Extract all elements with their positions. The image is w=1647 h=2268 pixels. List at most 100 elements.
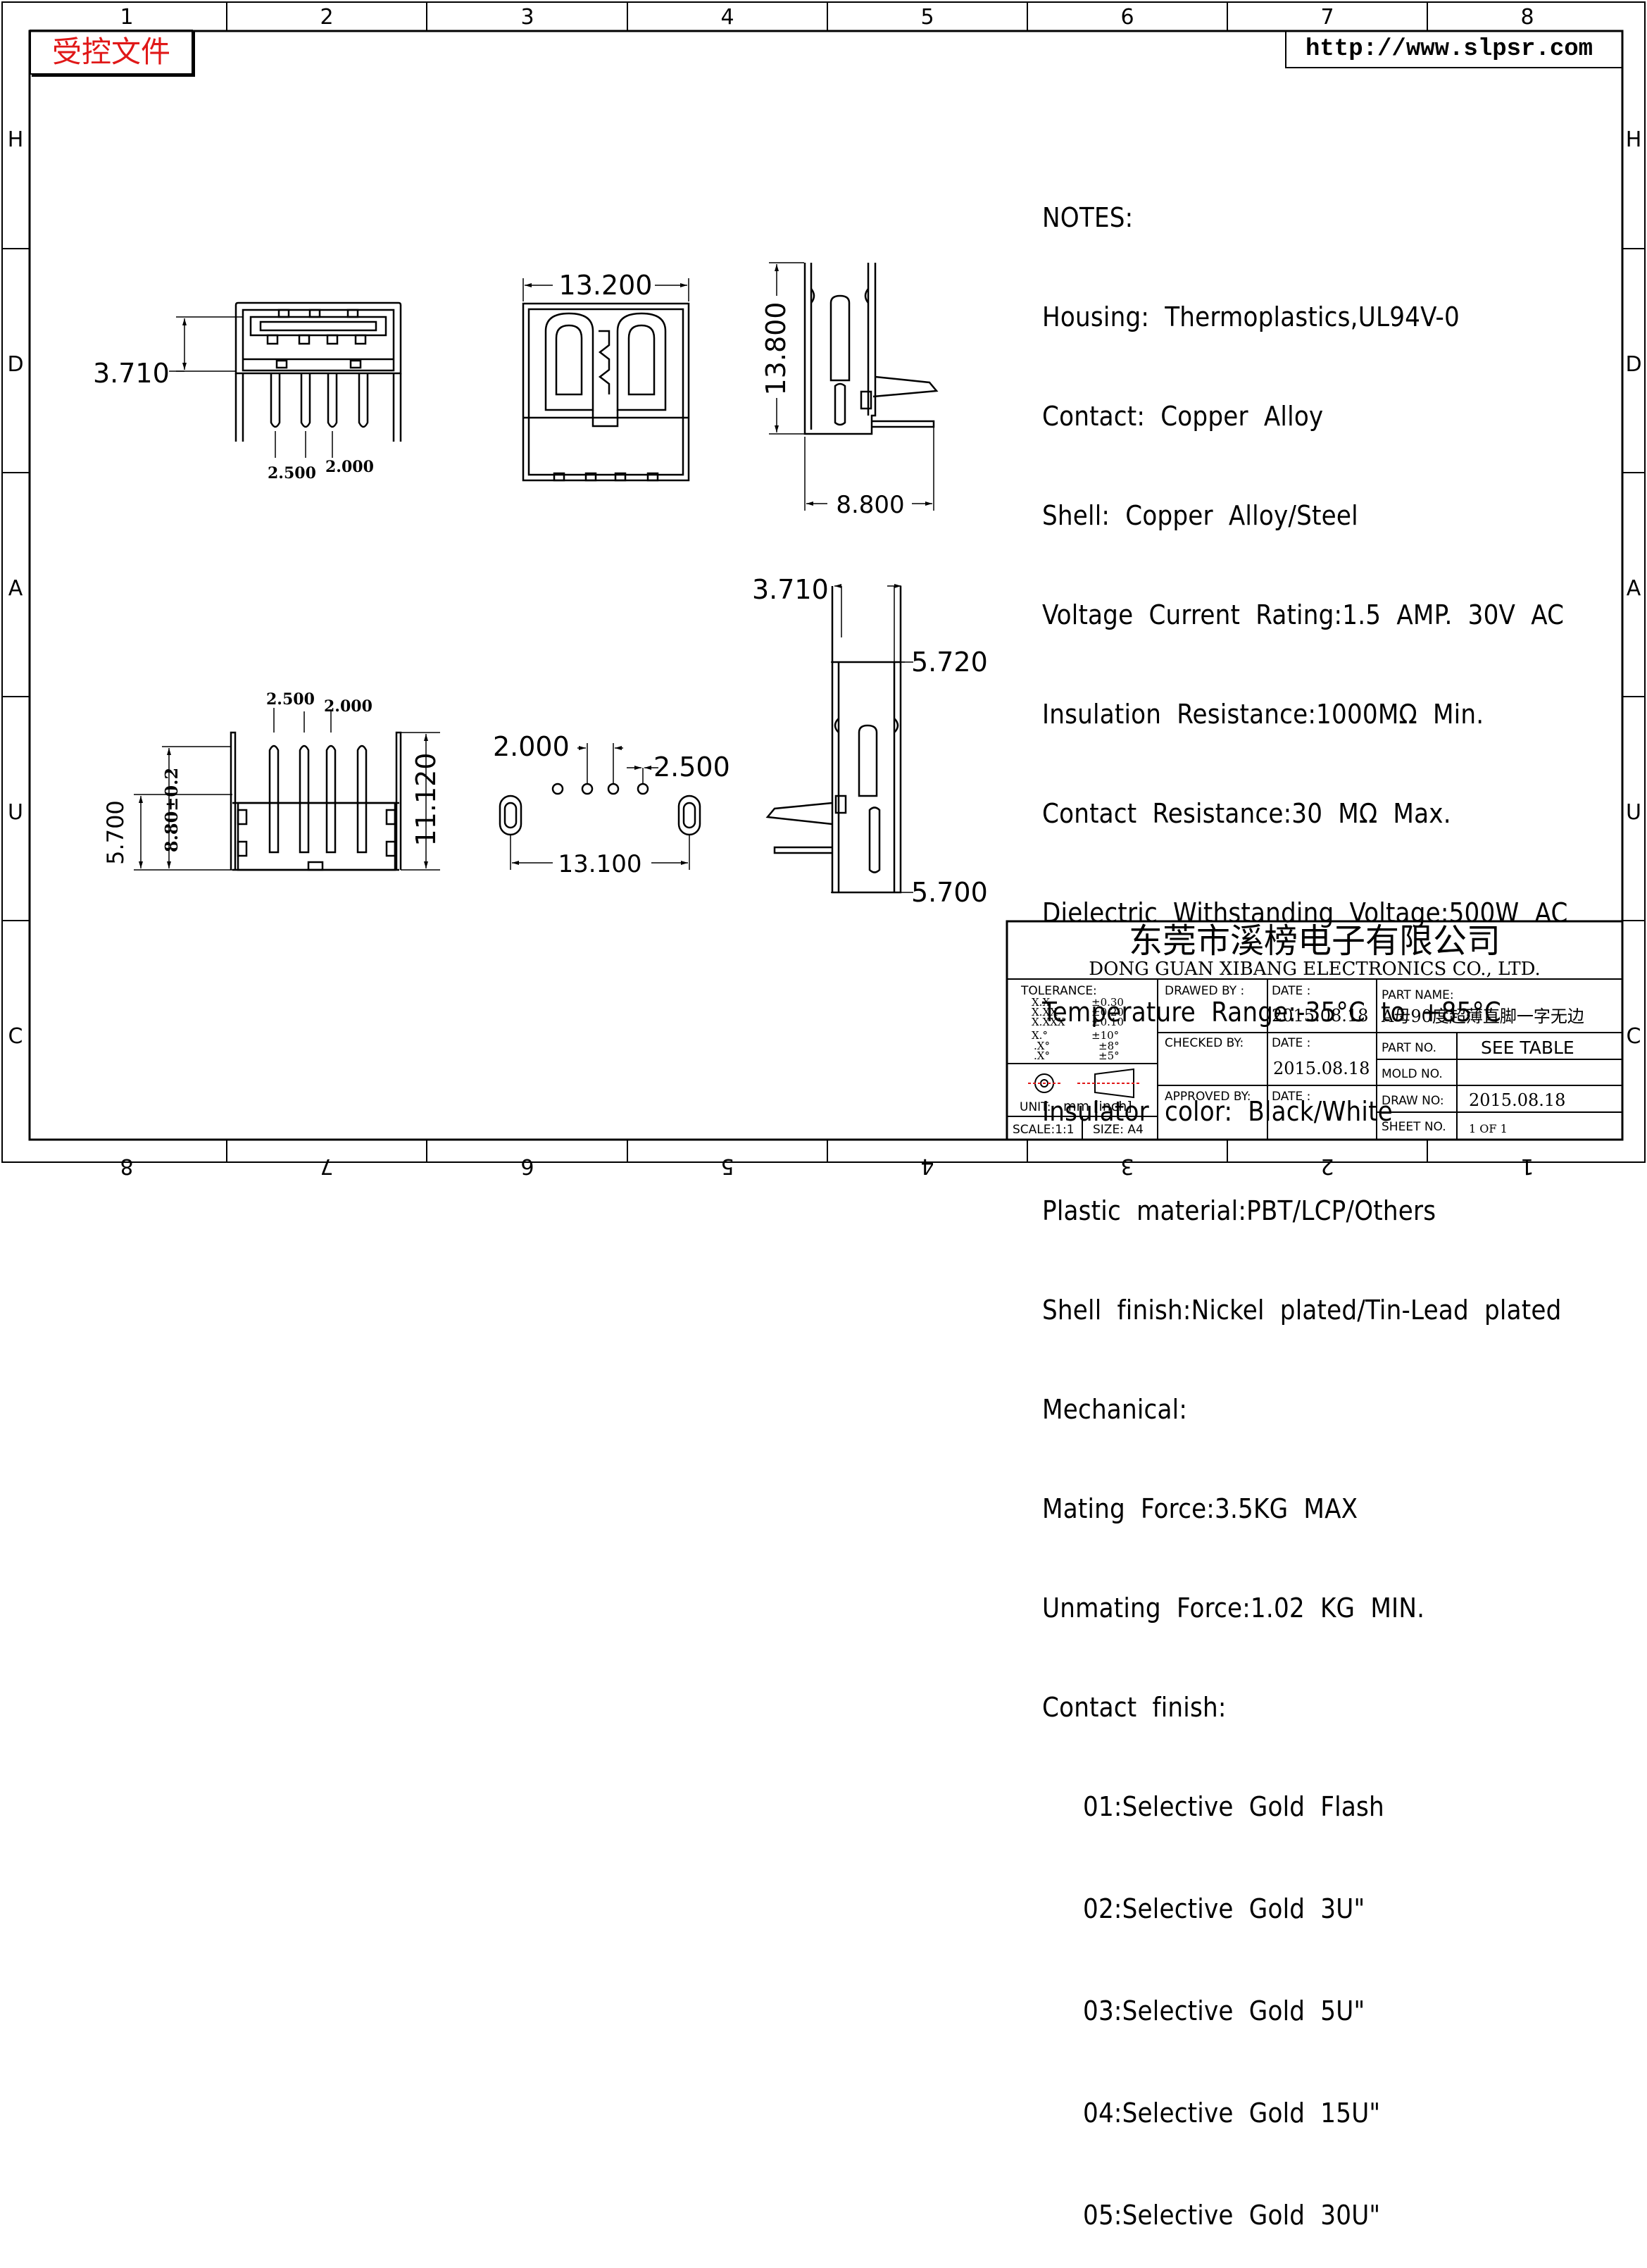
- frame-letter: H: [1626, 127, 1642, 152]
- finish-line: 03:Selective Gold 5U": [1083, 1995, 1365, 2026]
- finish-line: 01:Selective Gold Flash: [1083, 1791, 1384, 1822]
- frame-letter: D: [1625, 352, 1641, 377]
- dim-depth-label: 3.710: [93, 358, 170, 389]
- dim-pitch-label: 2.000: [325, 458, 374, 476]
- frame-number-top: 5: [920, 5, 934, 30]
- top-left-dims: [169, 316, 333, 458]
- side-view: [803, 263, 939, 435]
- tolerance-key: .X°: [1034, 1049, 1050, 1062]
- frame-letter: H: [8, 127, 24, 152]
- frame-number-bottom: 5: [720, 1154, 734, 1178]
- tolerance-key: X.°: [1032, 1029, 1048, 1042]
- note-line: Dielectric Withstanding Voltage:500W AC: [1042, 897, 1568, 928]
- dim-width-label: 13.100: [558, 850, 642, 878]
- sheet-no-label: SHEET NO.: [1382, 1120, 1446, 1134]
- frame-number-bottom: 7: [320, 1154, 333, 1178]
- frame-number-top: 6: [1120, 5, 1134, 30]
- date-value: 2015.08.18: [1272, 1006, 1368, 1026]
- finish-line: 05:Selective Gold 30U": [1083, 2200, 1381, 2231]
- dim-depth-label: 5.720: [911, 647, 988, 678]
- part-name-label: PART NAME:: [1382, 988, 1454, 1002]
- note-line: Contact Resistance:30 MΩ Max.: [1042, 798, 1451, 829]
- frame-letter: C: [8, 1024, 23, 1049]
- frame-number-bottom: 2: [1320, 1154, 1334, 1178]
- frame-labels: 1 2 3 4 5 6 7 8 8 7 6 5 4 3 2 1 H D A U …: [7, 5, 1641, 1178]
- unit-label: UNIT:: [1020, 1100, 1051, 1114]
- note-line: Contact finish:: [1042, 1692, 1227, 1723]
- side-lower-dims: [831, 584, 913, 893]
- sheet-no: 1 OF 1: [1469, 1122, 1508, 1135]
- frame-number-top: 4: [720, 5, 734, 30]
- pcb-dims: [510, 743, 690, 870]
- tolerance-table: X.X ±0.30 X.XX ±0.20 X.XXX ±0.10 X.° ±10…: [1032, 996, 1124, 1062]
- frame-number-bottom: 3: [1120, 1154, 1134, 1178]
- drawing-frame: [1, 1, 1646, 1163]
- note-line: Plastic material:PBT/LCP/Others: [1042, 1195, 1436, 1226]
- tolerance-key: X.XXX: [1032, 1016, 1065, 1028]
- date-label: DATE :: [1272, 1090, 1310, 1104]
- date-label: DATE :: [1272, 984, 1310, 998]
- note-line: Contact: Copper Alloy: [1042, 401, 1324, 432]
- tolerance-key: X.X: [1032, 996, 1050, 1009]
- dim-pitch-label: 2.500: [268, 464, 316, 482]
- dim-depth-label: 5.700: [911, 877, 988, 908]
- checked-by-label: CHECKED BY:: [1165, 1036, 1244, 1050]
- note-line: Insulator color: Black/White: [1042, 1096, 1393, 1127]
- side-view-lower: [765, 586, 902, 894]
- finish-line: 02:Selective Gold 3U": [1083, 1893, 1365, 1924]
- tolerance-label: TOLERANCE:: [1020, 984, 1097, 998]
- note-line: Insulation Resistance:1000MΩ Min.: [1042, 699, 1484, 730]
- frame-letter: A: [1627, 576, 1641, 601]
- frame-number-top: 1: [120, 5, 133, 30]
- projection-symbol-icon: [1028, 1068, 1141, 1099]
- tolerance-value: ±5°: [1098, 1049, 1120, 1062]
- note-line: Temperature Range:-35°C to +85°C: [1042, 997, 1501, 1028]
- company-name-cn: 东莞市溪榜电子有限公司: [1129, 921, 1501, 961]
- tolerance-key: .X°: [1034, 1040, 1050, 1052]
- part-no: SEE TABLE: [1481, 1038, 1574, 1058]
- dim-depth-label: 3.710: [752, 574, 829, 605]
- draw-no: 2015.08.18: [1469, 1090, 1565, 1110]
- dim-height-label: 11.120: [411, 753, 442, 847]
- frame-letter: U: [8, 800, 23, 825]
- frame-letter: C: [1627, 1024, 1641, 1049]
- frame-letter: A: [8, 576, 23, 601]
- note-line: Housing: Thermoplastics,UL94V-0: [1042, 301, 1460, 332]
- frame-number-top: 8: [1520, 5, 1534, 30]
- company-url: http://www.slpsr.com: [1305, 36, 1593, 63]
- approved-by-label: APPROVED BY:: [1165, 1090, 1251, 1104]
- dim-width-label: 13.200: [559, 270, 653, 301]
- drawn-by-label: DRAWED BY :: [1165, 984, 1244, 998]
- url-box: [1285, 30, 1623, 68]
- company-name-en: DONG GUAN XIBANG ELECTRONICS CO., LTD.: [1089, 959, 1541, 980]
- frame-number-top: 3: [520, 5, 534, 30]
- tolerance-value: ±8°: [1098, 1040, 1120, 1052]
- dim-pitch-label: 2.500: [266, 690, 315, 709]
- dim-height-label: 5.700: [102, 800, 129, 865]
- tolerance-value: ±0.10: [1091, 1016, 1124, 1028]
- frame-number-bottom: 6: [520, 1154, 534, 1178]
- draw-no-label: DRAW NO:: [1382, 1094, 1444, 1108]
- frame-letter: D: [7, 352, 23, 377]
- dim-height-label: 13.800: [760, 302, 791, 396]
- bottom-left-dims: [134, 708, 440, 871]
- technical-drawing: 1 2 3 4 5 6 7 8 8 7 6 5 4 3 2 1 H D A U …: [1, 1, 1646, 1178]
- note-line: Shell finish:Nickel plated/Tin-Lead plat…: [1042, 1295, 1562, 1326]
- pcb-layout-view: [499, 783, 701, 836]
- date-value: 2015.08.18: [1273, 1059, 1370, 1078]
- date-label: DATE :: [1272, 1036, 1310, 1050]
- dim-pitch-label: 2.500: [653, 752, 730, 783]
- frame-letter: U: [1626, 800, 1641, 825]
- dim-height-label: 8.80±0.2: [161, 768, 182, 852]
- notes-heading: NOTES:: [1042, 202, 1134, 233]
- dim-pitch-label: 2.000: [324, 697, 372, 716]
- unit-value: mm [inch]: [1063, 1099, 1132, 1114]
- note-line: Voltage Current Rating:1.5 AMP. 30V AC: [1042, 599, 1565, 630]
- note-line: Mating Force:3.5KG MAX: [1042, 1493, 1358, 1524]
- top-left-front-view: [234, 301, 402, 442]
- front-housing-view: [522, 302, 690, 482]
- frame-number-top: 2: [320, 5, 333, 30]
- frame-number-top: 7: [1320, 5, 1334, 30]
- spec-notes: NOTES: Housing: Thermoplastics,UL94V-0 C…: [1042, 135, 1568, 2268]
- controlled-document-stamp: 受控文件: [30, 30, 193, 75]
